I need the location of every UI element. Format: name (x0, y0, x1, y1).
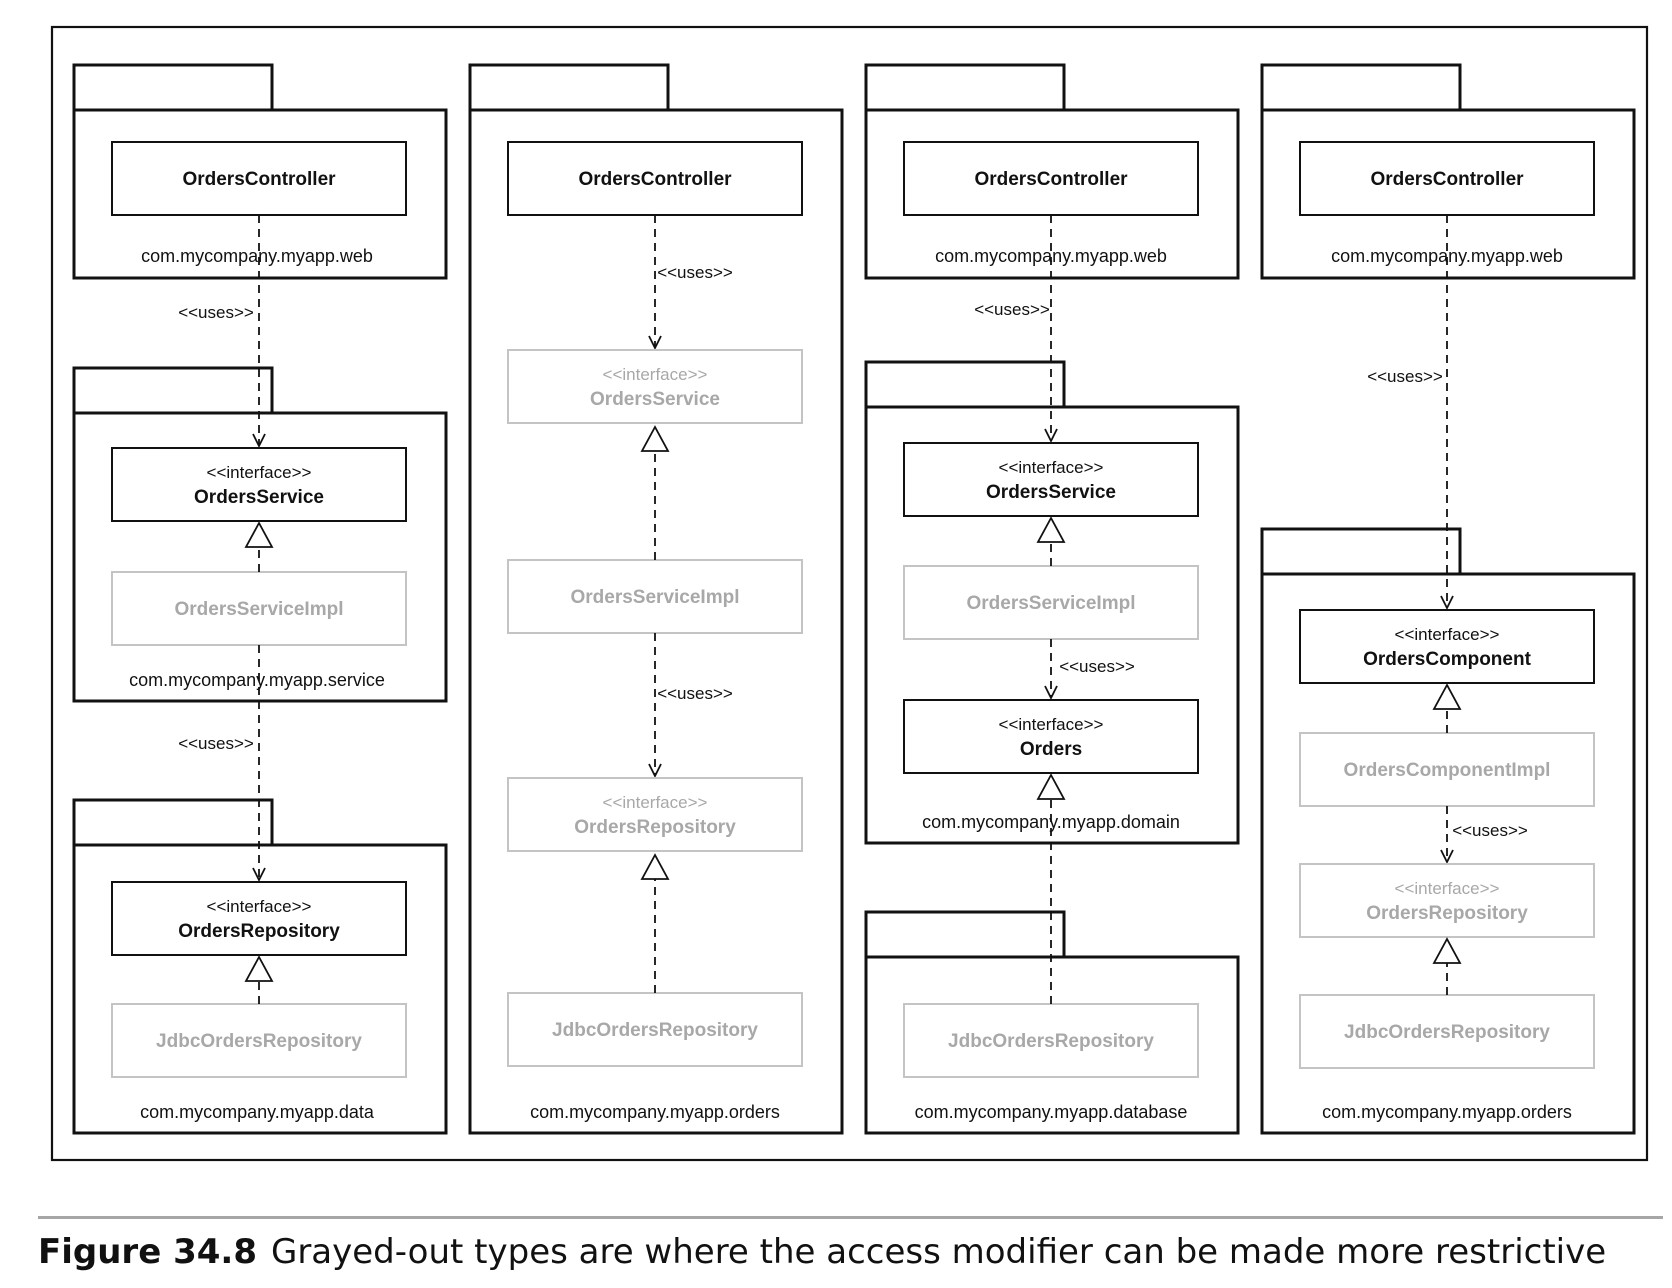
class-name: OrdersServiceImpl (967, 593, 1136, 614)
class-name: OrdersService (194, 487, 324, 508)
uses-label: <<uses>> (178, 734, 254, 753)
interface-box: <<interface>> OrdersRepository (111, 881, 407, 956)
package-tab (72, 798, 274, 847)
realization-arrowhead (1432, 937, 1462, 964)
package-name: com.mycompany.myapp.web (1331, 246, 1563, 266)
interface-box: <<interface>> OrdersComponent (1299, 609, 1595, 684)
column-ports-and-adapters: com.mycompany.myapp.web com.mycompany.my… (864, 63, 1240, 1135)
class-name: OrdersComponent (1363, 649, 1532, 670)
interface-box-grayed: <<interface>> OrdersRepository (507, 777, 803, 852)
class-name: OrdersController (974, 169, 1128, 190)
uses-label: <<uses>> (657, 263, 733, 282)
class-box: OrdersController (111, 141, 407, 216)
stereotype-label: <<interface>> (603, 793, 708, 812)
class-name: JdbcOrdersRepository (156, 1031, 362, 1052)
column-package-by-component: com.mycompany.myapp.web com.mycompany.my… (1260, 63, 1636, 1135)
class-name: OrdersController (578, 169, 732, 190)
package-tab (864, 63, 1066, 112)
class-name: OrdersService (986, 482, 1116, 503)
interface-box: <<interface>> Orders (903, 699, 1199, 774)
realization-arrowhead (244, 955, 274, 982)
class-name: OrdersRepository (1366, 903, 1528, 924)
package-tab (1260, 527, 1462, 576)
architecture-diagram: com.mycompany.myapp.web com.mycompany.my… (50, 25, 1649, 1162)
class-name: OrdersServiceImpl (175, 599, 344, 620)
package-tab (864, 360, 1066, 409)
realization-arrowhead (640, 425, 670, 452)
stereotype-label: <<interface>> (207, 463, 312, 482)
interface-box-grayed: <<interface>> OrdersRepository (1299, 863, 1595, 938)
class-name: OrdersRepository (178, 921, 340, 942)
class-box-grayed: JdbcOrdersRepository (507, 992, 803, 1067)
class-box-grayed: JdbcOrdersRepository (111, 1003, 407, 1078)
realization-arrowhead (1432, 683, 1462, 710)
class-name: OrdersController (1370, 169, 1524, 190)
stereotype-label: <<interface>> (999, 715, 1104, 734)
column-layered: com.mycompany.myapp.web com.mycompany.my… (72, 63, 448, 1135)
interface-box-grayed: <<interface>> OrdersService (507, 349, 803, 424)
figure-number: Figure 34.8 (38, 1232, 257, 1272)
class-name: OrdersController (182, 169, 336, 190)
class-name: JdbcOrdersRepository (1344, 1022, 1550, 1043)
package-name: com.mycompany.myapp.database (915, 1102, 1188, 1122)
package-name: com.mycompany.myapp.orders (1322, 1102, 1572, 1122)
realization-arrowhead (640, 853, 670, 880)
class-name: Orders (1020, 739, 1082, 760)
interface-box: <<interface>> OrdersService (111, 447, 407, 522)
class-box: OrdersController (903, 141, 1199, 216)
realization-arrowhead (244, 521, 274, 548)
class-box-grayed: OrdersServiceImpl (903, 565, 1199, 640)
package-tab (1260, 63, 1462, 112)
package-tab (864, 910, 1066, 959)
package-tab (72, 366, 274, 415)
class-box: OrdersController (507, 141, 803, 216)
class-name: OrdersComponentImpl (1344, 760, 1551, 781)
stereotype-label: <<interface>> (1395, 879, 1500, 898)
package-name: com.mycompany.myapp.web (141, 246, 373, 266)
uses-label: <<uses>> (1452, 821, 1528, 840)
figure-caption: Figure 34.8 Grayed-out types are where th… (38, 1232, 1663, 1272)
package-name: com.mycompany.myapp.web (935, 246, 1167, 266)
package-name: com.mycompany.myapp.service (129, 670, 385, 690)
class-box-grayed: OrdersServiceImpl (111, 571, 407, 646)
uses-label: <<uses>> (657, 684, 733, 703)
caption-divider (38, 1216, 1663, 1219)
uses-label: <<uses>> (178, 303, 254, 322)
class-name: JdbcOrdersRepository (552, 1020, 758, 1041)
caption-text: Grayed-out types are where the access mo… (270, 1232, 1607, 1272)
stereotype-label: <<interface>> (999, 458, 1104, 477)
uses-label: <<uses>> (1367, 367, 1443, 386)
uses-label: <<uses>> (974, 300, 1050, 319)
class-name: JdbcOrdersRepository (948, 1031, 1154, 1052)
stereotype-label: <<interface>> (207, 897, 312, 916)
realization-arrowhead (1036, 516, 1066, 543)
class-name: OrdersService (590, 389, 720, 410)
interface-box: <<interface>> OrdersService (903, 442, 1199, 517)
package-tab (72, 63, 274, 112)
class-box-grayed: JdbcOrdersRepository (903, 1003, 1199, 1078)
stereotype-label: <<interface>> (1395, 625, 1500, 644)
class-box-grayed: JdbcOrdersRepository (1299, 994, 1595, 1069)
stereotype-label: <<interface>> (603, 365, 708, 384)
class-box: OrdersController (1299, 141, 1595, 216)
column-package-by-feature: com.mycompany.myapp.orders OrdersControl… (468, 63, 844, 1135)
class-name: OrdersRepository (574, 817, 736, 838)
class-name: OrdersServiceImpl (571, 587, 740, 608)
class-box-grayed: OrdersServiceImpl (507, 559, 803, 634)
class-box-grayed: OrdersComponentImpl (1299, 732, 1595, 807)
package-name: com.mycompany.myapp.orders (530, 1102, 780, 1122)
package-name: com.mycompany.myapp.data (140, 1102, 375, 1122)
package-tab (468, 63, 670, 112)
realization-arrowhead (1036, 773, 1066, 800)
uses-label: <<uses>> (1059, 657, 1135, 676)
